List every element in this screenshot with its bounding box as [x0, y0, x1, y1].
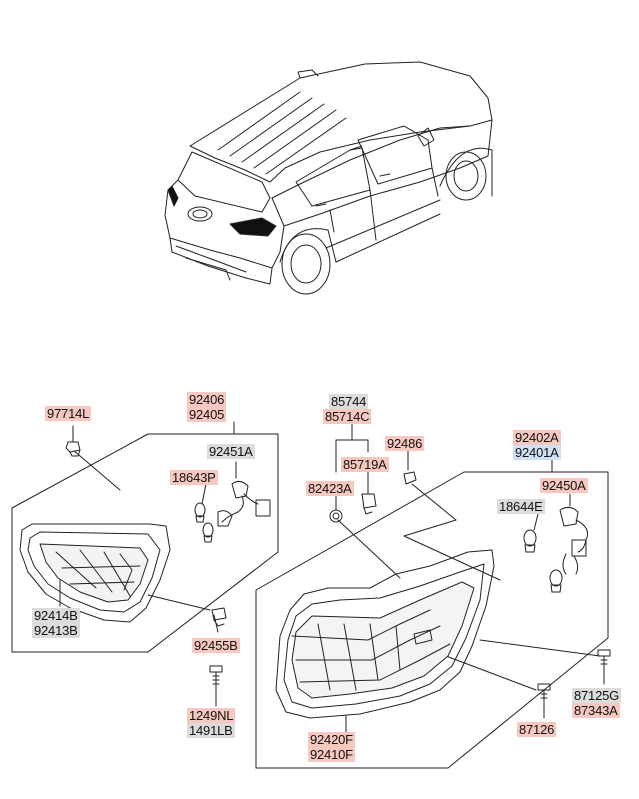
part-label-85714C[interactable]: 85714C — [323, 409, 372, 424]
part-label-18644E[interactable]: 18644E — [497, 499, 545, 514]
part-label-87343A[interactable]: 87343A — [572, 703, 620, 718]
part-label-92450A[interactable]: 92450A — [540, 478, 588, 493]
part-label-97714L[interactable]: 97714L — [45, 406, 92, 421]
part-label-92405[interactable]: 92405 — [187, 407, 227, 422]
part-label-18643P[interactable]: 18643P — [170, 470, 218, 485]
part-label-92410F[interactable]: 92410F — [308, 747, 355, 762]
part-label-87126[interactable]: 87126 — [517, 722, 557, 737]
part-label-82423A[interactable]: 82423A — [306, 481, 354, 496]
screw-icon — [209, 665, 223, 673]
inner-lamp-icon — [19, 523, 171, 623]
part-label-85744[interactable]: 85744 — [329, 394, 369, 409]
vehicle-illustration — [164, 61, 493, 295]
part-label-92406[interactable]: 92406 — [187, 392, 227, 407]
part-label-92455B[interactable]: 92455B — [192, 638, 240, 653]
part-label-87125G[interactable]: 87125G — [572, 688, 622, 703]
part-label-1249NL[interactable]: 1249NL — [187, 708, 236, 723]
nut-icon — [65, 441, 81, 453]
part-label-92486[interactable]: 92486 — [385, 436, 425, 451]
part-label-92401A[interactable]: 92401A — [513, 445, 561, 460]
part-label-92413B[interactable]: 92413B — [32, 623, 80, 638]
part-label-92420F[interactable]: 92420F — [308, 732, 355, 747]
part-label-92451A[interactable]: 92451A — [207, 444, 255, 459]
outer-lamp-group — [255, 423, 611, 769]
part-label-1491LB[interactable]: 1491LB — [187, 723, 235, 738]
part-label-92402A[interactable]: 92402A — [513, 430, 561, 445]
inner-lamp-group — [11, 421, 279, 707]
outer-lamp-icon — [275, 549, 495, 719]
grommet-icon — [211, 607, 227, 621]
part-label-92414B[interactable]: 92414B — [32, 608, 80, 623]
part-label-85719A[interactable]: 85719A — [341, 457, 389, 472]
